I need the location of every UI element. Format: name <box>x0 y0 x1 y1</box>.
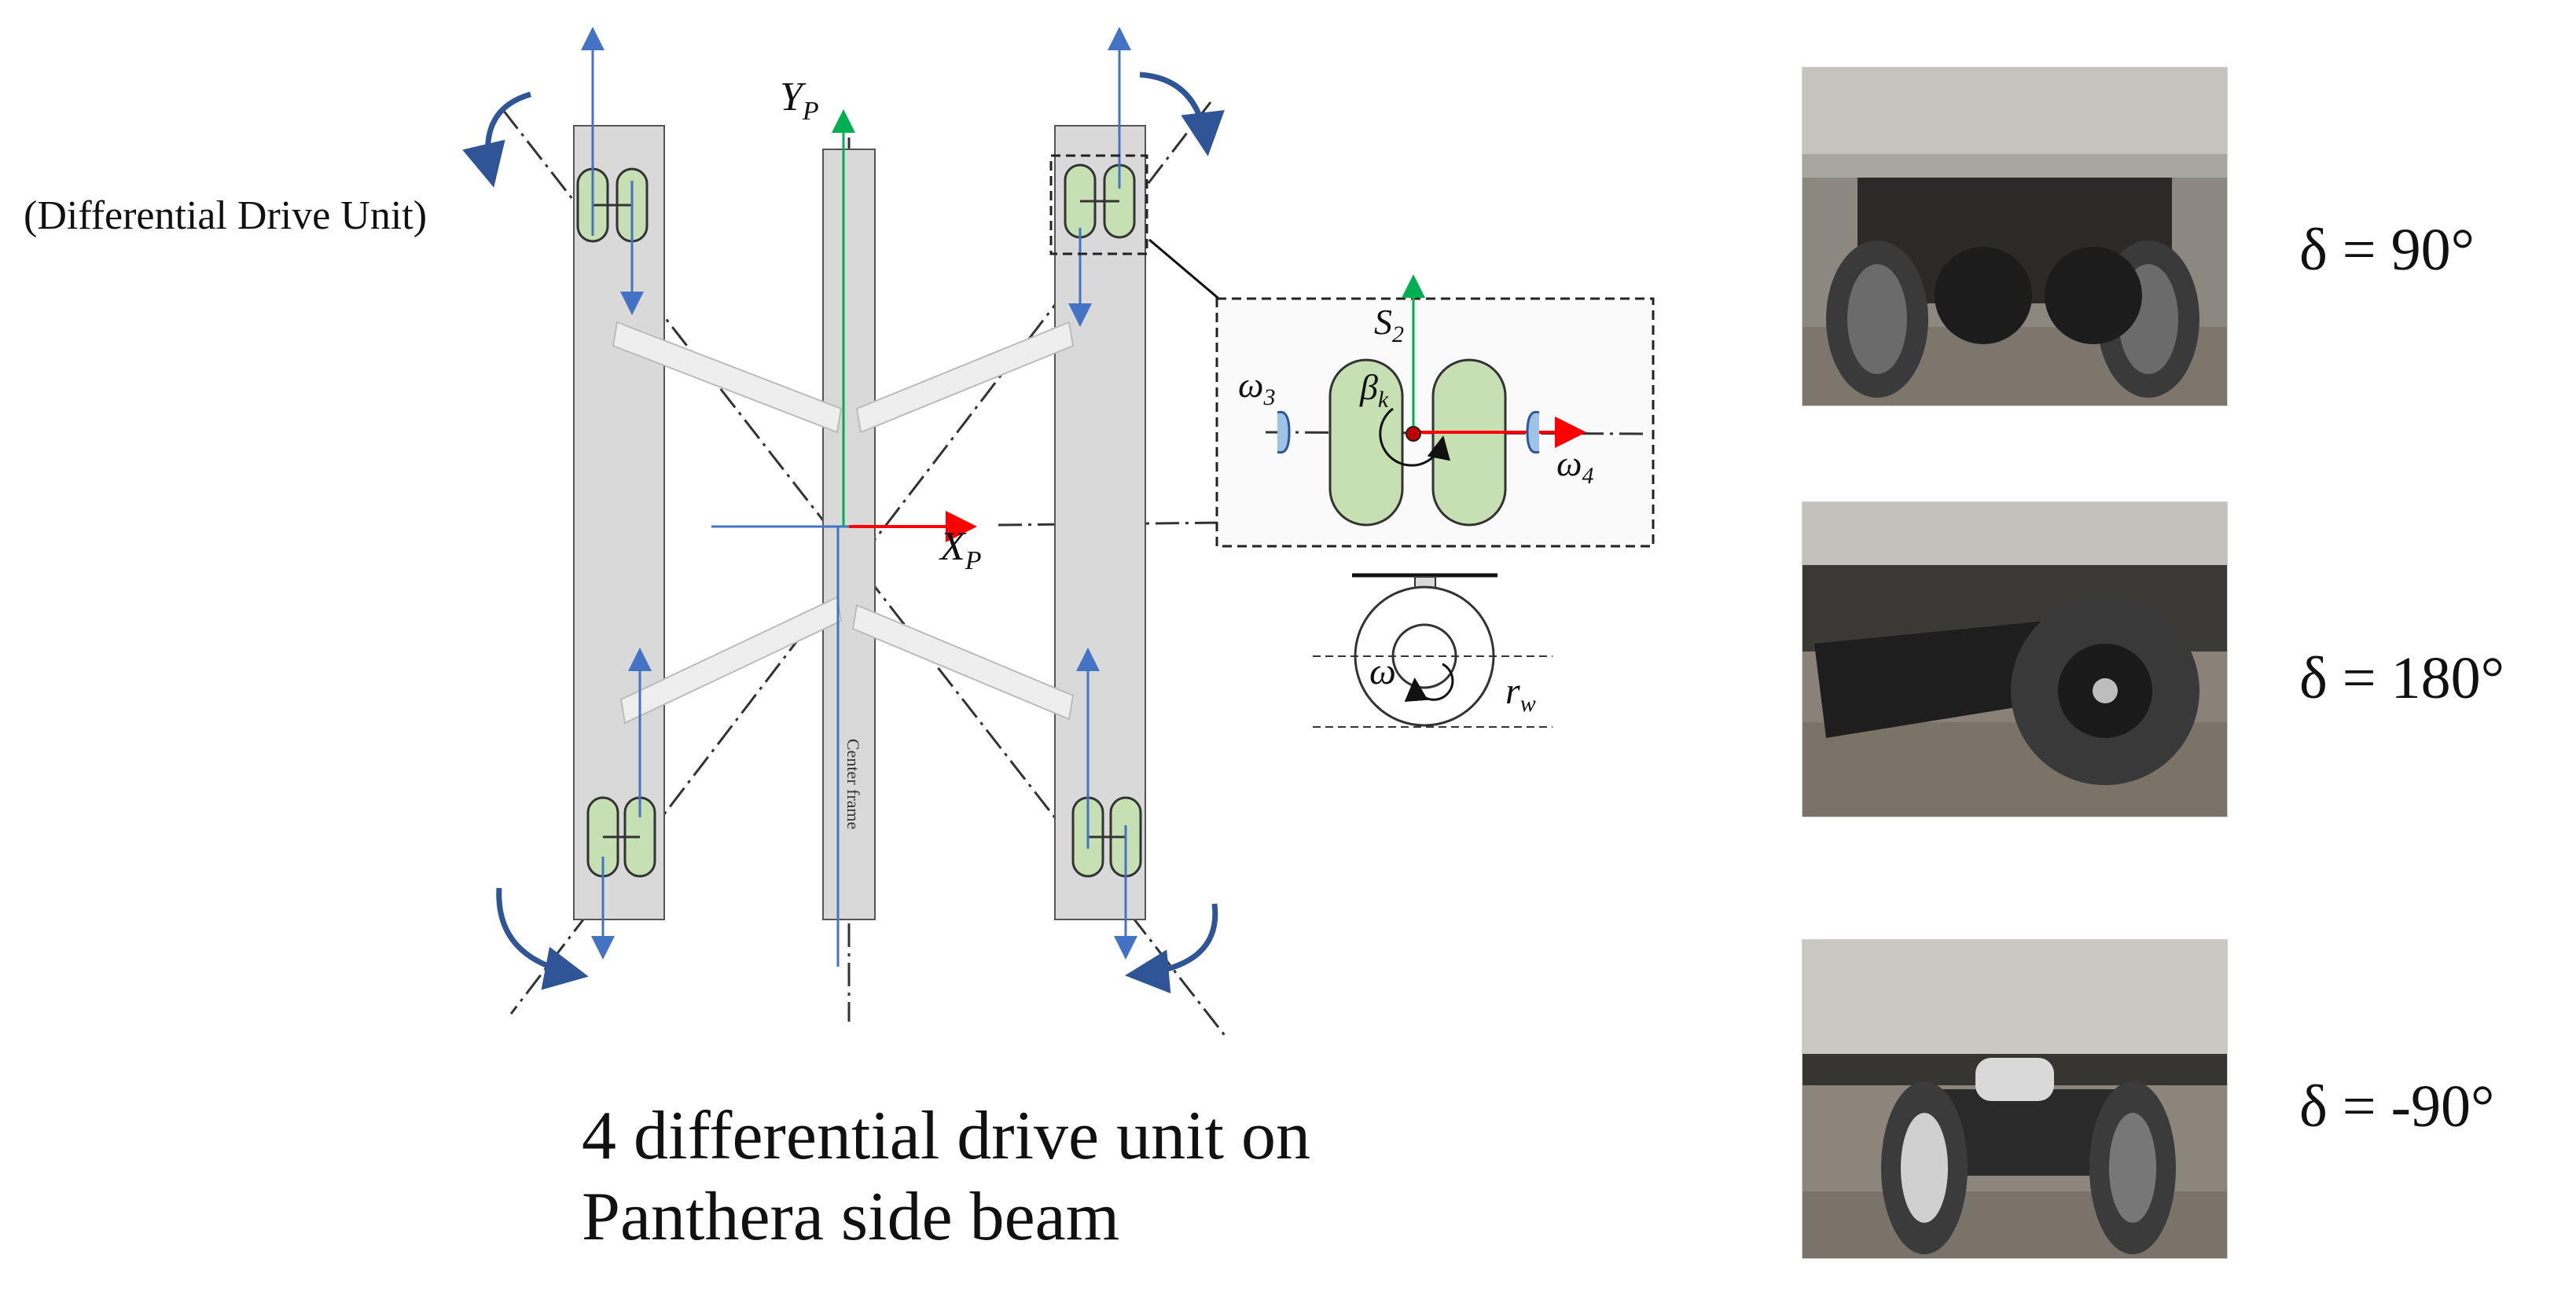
svg-text:ω3: ω3 <box>1238 365 1275 410</box>
photo-delta-180 <box>1802 501 2228 817</box>
rotation-arrows <box>462 72 1225 994</box>
caption-line-2: Panthera side beam <box>582 1178 1120 1255</box>
y-axis-label: YP <box>780 75 819 126</box>
center-frame-label: Center frame <box>843 739 863 829</box>
wheel-velocity-arrows <box>581 27 1137 960</box>
photo-delta-90 <box>1802 67 2228 406</box>
svg-text:rw: rw <box>1505 670 1536 717</box>
differential-drive-unit-label: (Differential Drive Unit) <box>24 193 428 238</box>
drive-unit-front-right <box>1064 163 1136 239</box>
delta-label-minus-90: δ = -90° <box>2299 1074 2495 1140</box>
svg-text:S2: S2 <box>1374 302 1404 347</box>
center-frame <box>822 149 876 920</box>
svg-text:βk: βk <box>1359 367 1389 413</box>
construction-lines <box>502 101 1604 1038</box>
detail-selection-box <box>1049 154 1148 255</box>
robot-wheels-photo-1 <box>1802 68 2227 406</box>
caption-line-1: 4 differential drive unit on <box>582 1098 1311 1174</box>
diagram-caption: 4 differential drive unit on Panthera si… <box>582 1096 1310 1258</box>
robot-wheels-photo-3 <box>1802 940 2227 1258</box>
detail-inset: S2 ω3 βk ω4 <box>1215 274 1655 548</box>
svg-text:ω4: ω4 <box>1556 443 1593 489</box>
svg-text:ω: ω <box>1369 651 1396 692</box>
drive-unit-rear-left <box>586 796 656 878</box>
delta-label-180: δ = 180° <box>2299 645 2505 711</box>
x-axis-label: XP <box>939 524 982 575</box>
wheel-side-view: ω rw <box>1313 573 1553 728</box>
left-side-beam <box>573 125 665 920</box>
photo-delta-minus-90 <box>1802 939 2228 1259</box>
delta-label-90: δ = 90° <box>2299 217 2475 283</box>
right-side-beam <box>1054 125 1146 920</box>
robot-wheels-photo-2 <box>1802 502 2227 817</box>
cross-struts <box>612 321 1075 725</box>
